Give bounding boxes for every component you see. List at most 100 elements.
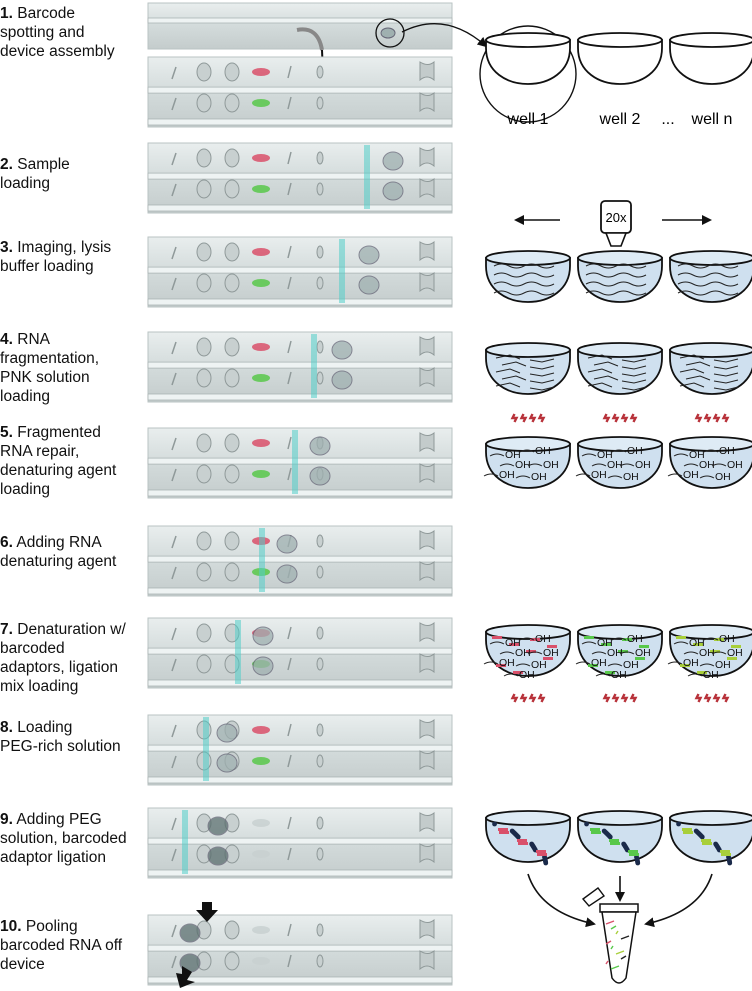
device-layer-edge <box>147 489 453 497</box>
step-text: RNA repair, <box>0 443 80 460</box>
hydroxyl-label: OH <box>683 657 699 669</box>
rna-fragment <box>593 375 647 384</box>
rna-fragment <box>519 449 535 453</box>
chamber <box>196 62 212 82</box>
outlet-notch <box>419 621 435 643</box>
device-layer-edge <box>147 86 453 94</box>
pooled-rna <box>605 920 615 925</box>
outlet-notch <box>419 60 435 82</box>
barcode-spot <box>252 279 270 287</box>
pooling-arrow-icon <box>176 966 195 988</box>
heat-icon <box>510 413 546 423</box>
barcoded-adaptor <box>498 828 508 831</box>
rna-fragment <box>581 453 597 457</box>
pooled-rna <box>610 965 620 970</box>
droplet <box>252 626 274 646</box>
chamber <box>316 816 324 830</box>
barcoded-adaptor <box>609 839 619 842</box>
step-text: device <box>0 956 45 973</box>
dye-stream <box>339 239 345 303</box>
device-layer-edge <box>147 172 453 180</box>
hydroxyl-label: OH <box>607 647 623 659</box>
rna-fragment <box>587 382 647 391</box>
step-number: 8. <box>0 719 13 736</box>
rna-fragment <box>483 473 499 477</box>
channel-slit <box>171 66 177 80</box>
step-number: 6. <box>0 534 13 551</box>
device-layer-edge <box>147 204 453 212</box>
hydroxyl-label: OH <box>531 659 547 671</box>
step-text: Imaging, lysis <box>17 239 112 256</box>
chamber <box>224 920 240 940</box>
rna-fragment <box>673 453 689 457</box>
barcode-spot <box>252 185 270 193</box>
outlet-notch <box>419 652 435 674</box>
pooled-rna <box>605 940 612 945</box>
peg-dot <box>693 828 699 834</box>
outlet-notch <box>419 529 435 551</box>
pooling-arrow-icon <box>196 902 218 922</box>
chamber <box>196 623 212 643</box>
rna-strand <box>585 263 647 269</box>
step-number: 4. <box>0 331 13 348</box>
chamber <box>196 273 212 293</box>
device-layer-edge <box>147 266 453 274</box>
outlet-notch <box>419 335 435 357</box>
droplet <box>382 151 404 171</box>
device-layer-edge <box>147 647 453 655</box>
well-opening <box>380 27 396 39</box>
outlet-notch <box>419 366 435 388</box>
hydroxyl-label: OH <box>699 647 715 659</box>
hydroxyl-label: OH <box>591 657 607 669</box>
rna-strand <box>493 281 555 287</box>
spotting-pipette <box>296 27 324 51</box>
chamber <box>316 626 324 640</box>
step-text: PNK solution <box>0 369 90 386</box>
heat-icon <box>510 693 546 703</box>
chamber <box>196 368 212 388</box>
barcode-spot <box>252 726 270 734</box>
chamber <box>316 657 324 671</box>
chamber <box>196 242 212 262</box>
rna-fragment <box>503 673 519 677</box>
chamber <box>316 954 324 968</box>
well-fragmentation <box>485 342 571 395</box>
well-label: well 1 <box>507 111 549 128</box>
channel-slit <box>171 627 177 641</box>
rna-strand <box>493 272 555 278</box>
rna-fragment <box>495 382 555 391</box>
hydroxyl-label: OH <box>499 657 515 669</box>
step-number: 2. <box>0 156 13 173</box>
barcoded-adaptor <box>601 643 611 646</box>
step-number: 7. <box>0 621 13 638</box>
step-text: loading <box>0 175 50 192</box>
well-peg <box>577 810 663 866</box>
rna-fragment <box>483 661 499 665</box>
peg-dot <box>676 821 681 827</box>
barcode-spot <box>252 154 270 162</box>
well-rim <box>669 250 752 266</box>
barcoded-adaptor <box>628 850 638 853</box>
chamber <box>196 433 212 453</box>
rna-fragment <box>575 661 591 665</box>
rna-fragment <box>495 354 555 363</box>
barcoded-adaptor <box>591 831 601 834</box>
channel-slit <box>287 923 292 937</box>
rna-fragment <box>501 375 555 384</box>
step-number: 9. <box>0 811 13 828</box>
heat-mark <box>712 693 721 703</box>
barcoded-adaptor <box>676 636 686 639</box>
rna-fragment <box>699 663 715 667</box>
heat-mark <box>712 413 721 423</box>
channel-slit <box>287 371 292 385</box>
well-ellipsis: ... <box>661 111 674 128</box>
pool-arrow-icon <box>527 873 596 928</box>
device-panel-1-top <box>147 2 453 76</box>
heat-mark <box>703 413 712 423</box>
collection-tube-icon <box>581 887 639 984</box>
hydroxyl-label: OH <box>515 459 531 471</box>
chamber <box>224 562 240 582</box>
heat-mark <box>602 413 611 423</box>
